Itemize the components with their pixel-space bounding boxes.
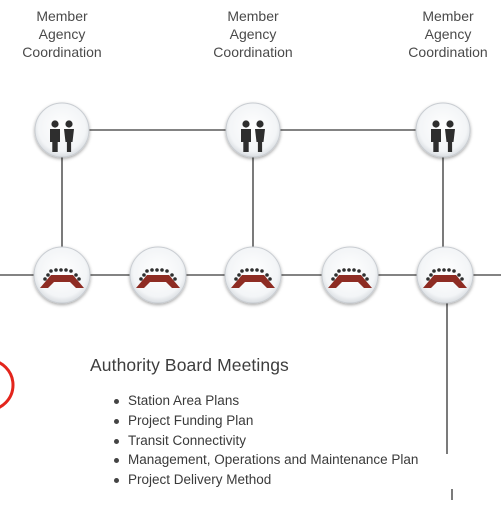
agency-label-line: Member — [227, 8, 279, 24]
agency-label-line: Coordination — [22, 44, 102, 60]
list-item: Project Funding Plan — [112, 411, 418, 431]
list-item: Transit Connectivity — [112, 431, 418, 451]
board-topics-list: Station Area Plans Project Funding Plan … — [112, 391, 418, 490]
meeting-node — [224, 246, 282, 304]
agency-node — [225, 102, 281, 158]
meeting-node — [321, 246, 379, 304]
agency-node — [34, 102, 90, 158]
agency-node — [415, 102, 471, 158]
list-item: Project Delivery Method — [112, 470, 418, 490]
agency-label: Member Agency Coordination — [393, 7, 501, 61]
list-item: Station Area Plans — [112, 391, 418, 411]
board-meetings-title: Authority Board Meetings — [90, 355, 289, 375]
agency-label-line: Coordination — [408, 44, 488, 60]
agency-label-line: Member — [36, 8, 88, 24]
meeting-node — [33, 246, 91, 304]
agency-label: Member Agency Coordination — [7, 7, 117, 61]
highlight-ring — [0, 361, 15, 409]
meeting-node — [416, 246, 474, 304]
meeting-node — [129, 246, 187, 304]
agency-label-line: Agency — [38, 26, 86, 42]
agency-label-line: Agency — [424, 26, 472, 42]
list-item: Management, Operations and Maintenance P… — [112, 450, 418, 470]
agency-label-line: Agency — [229, 26, 277, 42]
agency-label-line: Member — [422, 8, 474, 24]
agency-label-line: Coordination — [213, 44, 293, 60]
agency-label: Member Agency Coordination — [198, 7, 308, 61]
